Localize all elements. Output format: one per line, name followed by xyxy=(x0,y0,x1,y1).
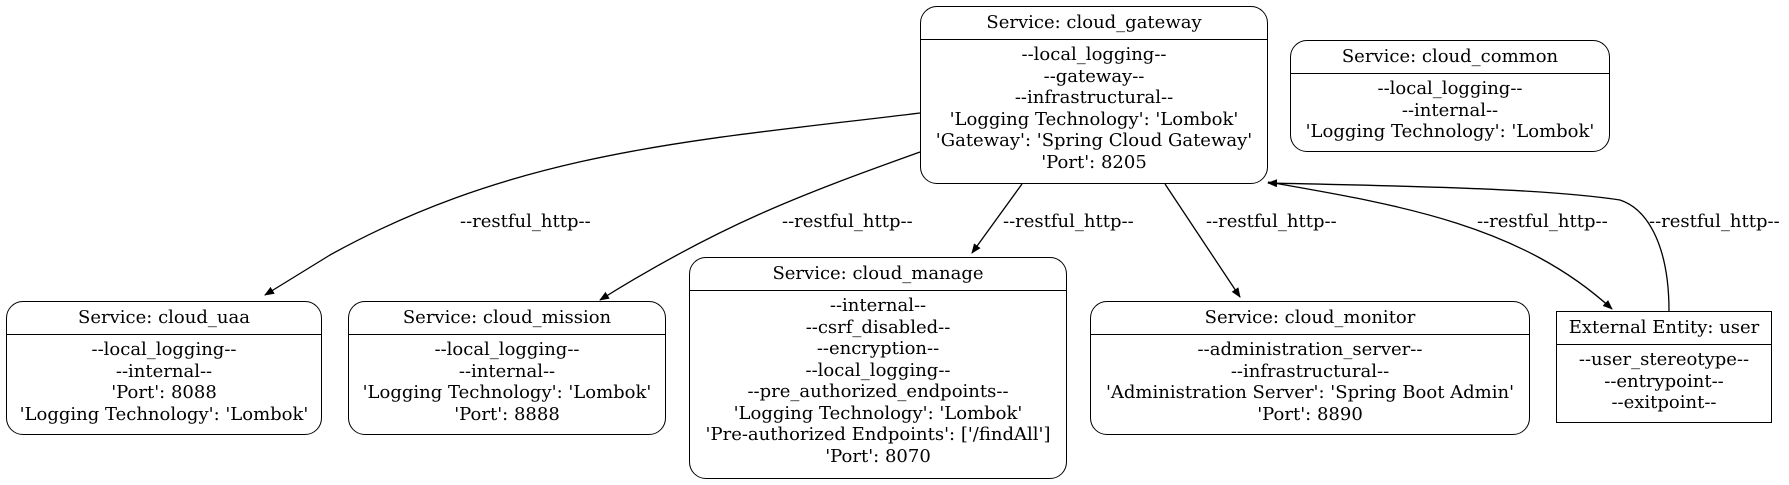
node-title: Service: cloud_manage xyxy=(690,258,1066,291)
node-body: --administration_server-- --infrastructu… xyxy=(1091,335,1529,425)
node-cloud-monitor: Service: cloud_monitor --administration_… xyxy=(1090,301,1530,435)
node-line: --gateway-- xyxy=(1043,65,1145,87)
node-title: Service: cloud_common xyxy=(1291,41,1609,74)
edge-label-gateway-mission: --restful_http-- xyxy=(782,211,913,232)
node-line: --infrastructural-- xyxy=(1230,360,1390,382)
node-line: 'Gateway': 'Spring Cloud Gateway' xyxy=(935,130,1253,151)
edge-label-gateway-uaa: --restful_http-- xyxy=(460,211,591,232)
node-line: 'Port': 8205 xyxy=(1041,151,1147,173)
node-line: --internal-- xyxy=(1401,99,1499,121)
node-line: --user_stereotype-- xyxy=(1578,349,1750,370)
node-title: Service: cloud_mission xyxy=(349,302,665,335)
node-line: 'Port': 8088 xyxy=(111,382,217,403)
edge-gateway-uaa xyxy=(264,112,921,296)
edge-gateway-mission xyxy=(599,151,921,301)
node-title: Service: cloud_uaa xyxy=(7,302,321,335)
node-line: --local_logging-- xyxy=(1021,44,1167,65)
node-line: 'Port': 8070 xyxy=(825,445,931,467)
edge-gateway-monitor xyxy=(1164,183,1241,298)
node-body: --local_logging-- --gateway-- --infrastr… xyxy=(921,40,1267,173)
node-line: 'Port': 8888 xyxy=(454,403,560,425)
node-line: --internal-- xyxy=(829,295,927,316)
node-body: --local_logging-- --internal-- 'Logging … xyxy=(349,335,665,425)
node-line: --entrypoint-- xyxy=(1604,370,1724,392)
node-cloud-mission: Service: cloud_mission --local_logging--… xyxy=(348,301,666,435)
node-external-user: External Entity: user --user_stereotype-… xyxy=(1556,311,1772,423)
node-body: --local_logging-- --internal-- 'Logging … xyxy=(1291,74,1609,143)
node-line: --local_logging-- xyxy=(1377,78,1523,99)
node-line: --internal-- xyxy=(115,360,213,382)
node-line: --encryption-- xyxy=(816,338,940,359)
node-line: 'Logging Technology': 'Lombok' xyxy=(1305,121,1595,142)
node-line: --local_logging-- xyxy=(805,359,951,381)
node-line: --local_logging-- xyxy=(434,339,580,360)
node-line: --pre_authorized_endpoints-- xyxy=(747,381,1009,402)
node-line: --local_logging-- xyxy=(91,339,237,360)
node-line: 'Logging Technology': 'Lombok' xyxy=(19,403,309,425)
edge-gateway-user xyxy=(1267,181,1613,310)
node-title: External Entity: user xyxy=(1557,312,1771,345)
node-line: --csrf_disabled-- xyxy=(805,316,951,338)
node-cloud-uaa: Service: cloud_uaa --local_logging-- --i… xyxy=(6,301,322,435)
node-cloud-common: Service: cloud_common --local_logging-- … xyxy=(1290,40,1610,152)
node-body: --internal-- --csrf_disabled-- --encrypt… xyxy=(690,291,1066,467)
edge-label-gateway-monitor: --restful_http-- xyxy=(1206,211,1337,232)
node-line: --infrastructural-- xyxy=(1014,87,1174,108)
edge-label-user-gateway: --restful_http-- xyxy=(1649,211,1780,232)
node-cloud-manage: Service: cloud_manage --internal-- --csr… xyxy=(689,257,1067,479)
node-line: 'Administration Server': 'Spring Boot Ad… xyxy=(1105,382,1515,403)
node-title: Service: cloud_gateway xyxy=(921,7,1267,40)
node-title: Service: cloud_monitor xyxy=(1091,302,1529,335)
node-body: --user_stereotype-- --entrypoint-- --exi… xyxy=(1557,345,1771,414)
node-line: --administration_server-- xyxy=(1197,339,1423,360)
node-line: --internal-- xyxy=(458,360,556,382)
edge-user-gateway xyxy=(1267,179,1670,312)
node-line: 'Logging Technology': 'Lombok' xyxy=(362,382,652,403)
edge-label-gateway-user: --restful_http-- xyxy=(1477,211,1608,232)
node-line: 'Logging Technology': 'Lombok' xyxy=(949,108,1239,130)
edge-label-gateway-manage: --restful_http-- xyxy=(1003,211,1134,232)
edge-gateway-manage xyxy=(971,183,1023,254)
node-line: 'Pre-authorized Endpoints': ['/findAll'] xyxy=(705,424,1051,445)
node-line: 'Logging Technology': 'Lombok' xyxy=(733,402,1023,424)
node-cloud-gateway: Service: cloud_gateway --local_logging--… xyxy=(920,6,1268,184)
node-line: --exitpoint-- xyxy=(1611,392,1717,413)
node-line: 'Port': 8890 xyxy=(1257,403,1363,425)
node-body: --local_logging-- --internal-- 'Port': 8… xyxy=(7,335,321,425)
